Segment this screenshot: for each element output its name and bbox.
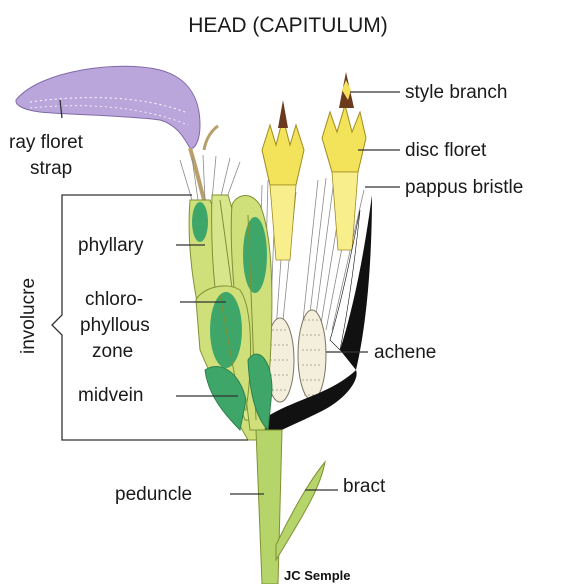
label-phyllary: phyllary [78, 235, 144, 256]
label-pappus-bristle: pappus bristle [405, 177, 523, 198]
bract-leaf [276, 462, 325, 560]
peduncle-stem [256, 430, 282, 584]
involucre-phyllaries [189, 195, 272, 440]
label-disc-floret: disc floret [405, 140, 487, 161]
label-ray-floret-strap-line1: ray floret [9, 132, 84, 153]
credit-text: JC Semple [284, 568, 350, 583]
label-midvein: midvein [78, 385, 143, 406]
label-involucre: involucre [18, 278, 39, 354]
label-bract: bract [343, 476, 386, 497]
label-chlorophyllous-line3: zone [92, 341, 133, 362]
label-ray-floret-strap-line2: strap [30, 158, 72, 179]
label-achene: achene [374, 342, 436, 363]
label-style-branch: style branch [405, 82, 507, 103]
achenes [266, 310, 326, 402]
diagram-title: HEAD (CAPITULUM) [188, 14, 388, 37]
label-chlorophyllous-line2: phyllous [80, 315, 150, 336]
label-chlorophyllous-line1: chloro- [85, 289, 143, 310]
label-peduncle: peduncle [115, 484, 192, 505]
